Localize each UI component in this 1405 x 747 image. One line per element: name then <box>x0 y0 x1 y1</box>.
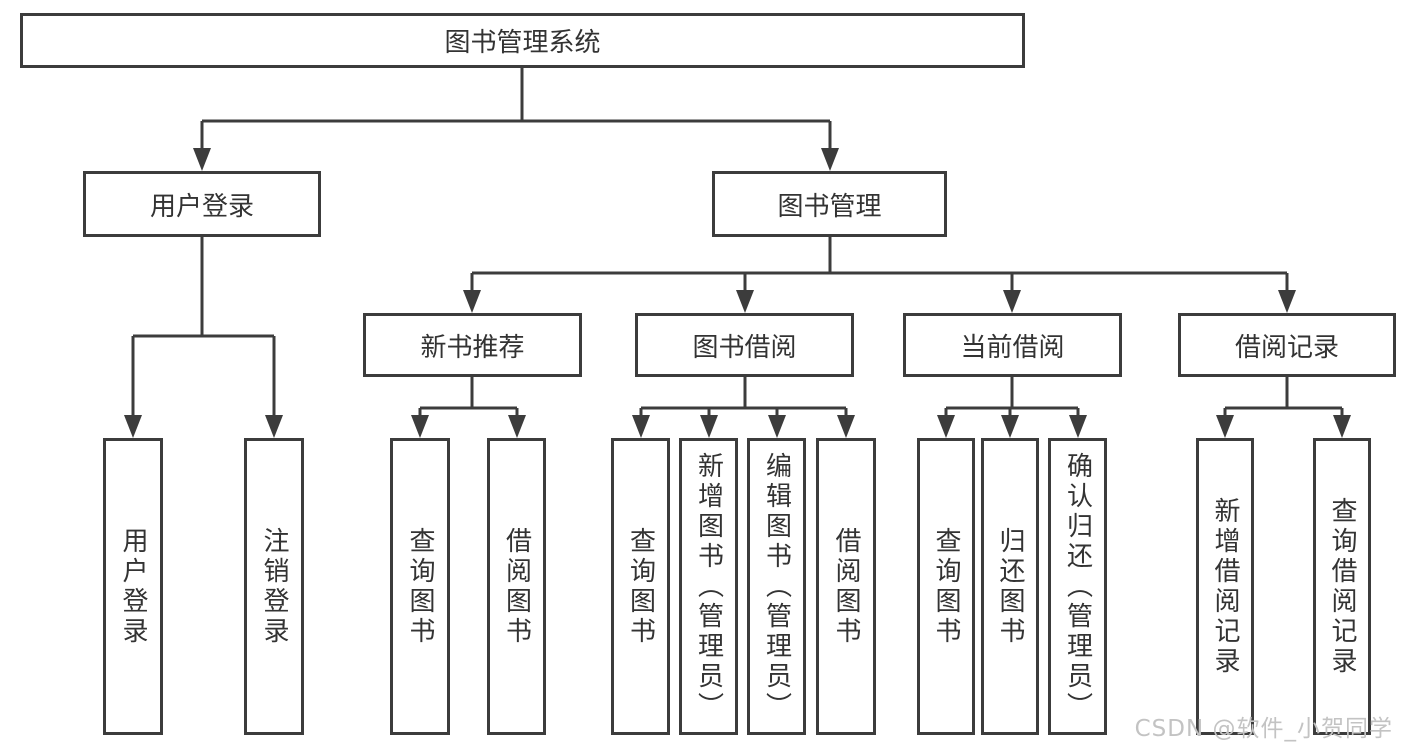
arrowhead <box>632 415 650 438</box>
node-label: 注销登录 <box>259 526 289 647</box>
arrowhead <box>463 290 481 313</box>
leaf-add-book-admin: 新增图书（管理员） <box>679 438 738 735</box>
node-label: 借阅图书 <box>501 526 532 647</box>
arrowhead <box>1333 415 1351 438</box>
arrowhead <box>821 148 839 171</box>
leaf-user-login: 用户登录 <box>103 438 163 735</box>
leaf-query-borrow-record: 查询借阅记录 <box>1313 438 1371 735</box>
node-new-book-recommend: 新书推荐 <box>363 313 582 377</box>
arrowhead <box>736 290 754 313</box>
node-user-login: 用户登录 <box>83 171 321 237</box>
node-borrow-records: 借阅记录 <box>1178 313 1396 377</box>
node-label: 借阅图书 <box>831 526 861 647</box>
node-label: 查询图书 <box>405 526 435 647</box>
node-label: 借阅记录 <box>1234 332 1339 363</box>
node-label: 用户登录 <box>118 526 148 647</box>
leaf-confirm-return-admin: 确认归还（管理员） <box>1048 438 1107 735</box>
leaf-logout: 注销登录 <box>244 438 304 735</box>
leaf-borrow-books-recommend: 借阅图书 <box>487 438 546 735</box>
node-label: 归还图书 <box>995 526 1025 647</box>
node-book-management: 图书管理 <box>712 171 947 237</box>
node-label: 新增图书（管理员） <box>693 451 724 722</box>
arrowhead <box>1216 415 1234 438</box>
node-label: 图书管理 <box>777 191 882 222</box>
leaf-edit-book-admin: 编辑图书（管理员） <box>747 438 806 735</box>
arrowhead <box>411 415 429 438</box>
arrowhead <box>768 415 786 438</box>
node-label: 确认归还（管理员） <box>1062 451 1093 722</box>
arrowhead <box>837 415 855 438</box>
node-label: 当前借阅 <box>960 332 1065 363</box>
connector-path <box>131 68 1344 417</box>
leaf-query-books-borrow: 查询图书 <box>611 438 670 735</box>
leaf-borrow-books-borrow: 借阅图书 <box>816 438 876 735</box>
node-label: 图书借阅 <box>692 332 797 363</box>
arrowhead <box>700 415 718 438</box>
arrowhead <box>1001 415 1019 438</box>
arrowhead <box>1069 415 1087 438</box>
arrowhead <box>937 415 955 438</box>
arrowhead <box>265 415 283 438</box>
node-label: 编辑图书（管理员） <box>761 451 792 722</box>
node-current-borrow: 当前借阅 <box>903 313 1122 377</box>
arrowhead <box>508 415 526 438</box>
node-label: 查询图书 <box>625 526 656 647</box>
arrowhead <box>124 415 142 438</box>
leaf-return-books: 归还图书 <box>981 438 1039 735</box>
node-label: 新书推荐 <box>420 332 525 363</box>
node-book-management-system: 图书管理系统 <box>20 13 1025 68</box>
node-label: 查询图书 <box>931 526 961 647</box>
leaf-query-books-recommend: 查询图书 <box>390 438 450 735</box>
arrowhead <box>1003 290 1021 313</box>
arrowhead <box>1278 290 1296 313</box>
leaf-add-borrow-record: 新增借阅记录 <box>1196 438 1254 735</box>
node-label: 新增借阅记录 <box>1210 496 1240 677</box>
node-label: 用户登录 <box>149 191 254 222</box>
csdn-watermark: CSDN @软件_小贺同学 <box>1134 716 1393 742</box>
node-label: 查询借阅记录 <box>1327 496 1357 677</box>
leaf-query-books-current: 查询图书 <box>917 438 975 735</box>
node-label: 图书管理系统 <box>444 28 601 58</box>
arrowhead <box>193 148 211 171</box>
node-book-borrow: 图书借阅 <box>635 313 854 377</box>
